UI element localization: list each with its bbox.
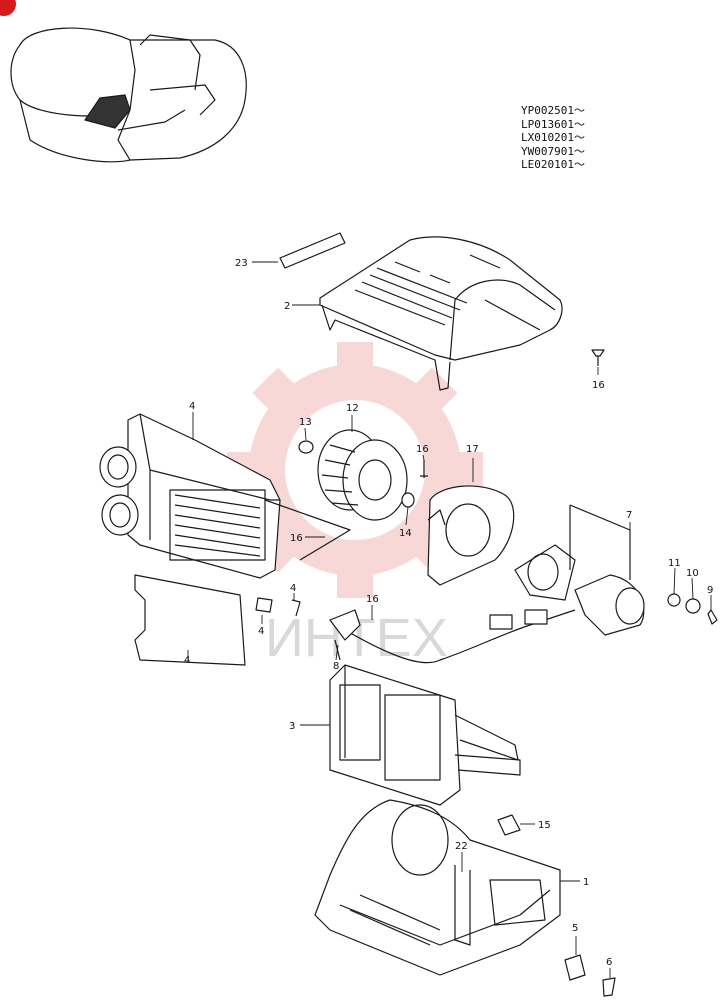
part-4-plate <box>134 574 246 666</box>
part-4-clip <box>255 597 273 613</box>
connector <box>524 609 548 625</box>
callout-16: 16 <box>290 533 303 544</box>
callout-13: 13 <box>299 417 312 428</box>
callout-4: 4 <box>189 401 195 412</box>
callout-5: 5 <box>572 923 578 934</box>
part-10-washer <box>685 598 701 614</box>
callout-6: 6 <box>606 957 612 968</box>
part-11-nut <box>667 593 681 607</box>
part-6-bolt <box>602 977 616 997</box>
serial-range: LX010201～ <box>521 131 585 144</box>
part-13-grommet <box>298 440 314 454</box>
callout-14: 14 <box>399 528 412 539</box>
callout-12: 12 <box>346 403 359 414</box>
callout-15: 15 <box>538 820 551 831</box>
part-9-screw <box>707 609 718 625</box>
part-16-screw <box>591 349 605 366</box>
serial-range: LE020101～ <box>521 158 585 171</box>
part-17-housing-plate <box>427 485 515 586</box>
callout-7: 7 <box>626 510 632 521</box>
part-5-bracket <box>564 954 586 981</box>
serial-range: YW007901～ <box>521 144 585 158</box>
serial-range: YP002501～ <box>521 104 585 117</box>
callout-17: 17 <box>466 444 479 455</box>
callout-2: 2 <box>284 301 290 312</box>
part-16-pin <box>420 460 428 478</box>
part-4-screw <box>291 599 301 617</box>
callout-1: 1 <box>583 877 589 888</box>
callout-10: 10 <box>686 568 699 579</box>
connector <box>489 614 513 630</box>
callout-16: 16 <box>416 444 429 455</box>
part-4-duct <box>99 413 351 579</box>
serial-range-list: YP002501～ LP013601～ LX010201～ YW007901～ … <box>521 104 585 172</box>
vehicle-inset <box>10 27 247 163</box>
callout-22: 22 <box>455 841 468 852</box>
part-12-fan <box>317 429 408 521</box>
part-14-ring <box>401 492 415 508</box>
wiring-harness <box>344 609 576 664</box>
callout-11: 11 <box>668 558 681 569</box>
callout-labels: 23 2 16 4 13 12 16 17 7 16 14 11 10 9 4 … <box>184 258 713 968</box>
part-3-heater-core <box>329 664 521 806</box>
leader-lines <box>187 261 712 978</box>
part-2-upper-case <box>319 236 563 391</box>
callout-3: 3 <box>289 721 295 732</box>
callout-4: 4 <box>258 626 264 637</box>
part-7-motor <box>514 504 645 636</box>
callout-8: 8 <box>333 661 339 672</box>
corner-mark-icon <box>0 0 16 16</box>
part-15-clip <box>497 814 521 836</box>
serial-range: LP013601～ <box>521 117 585 131</box>
callout-9: 9 <box>707 585 713 596</box>
callout-23: 23 <box>235 258 248 269</box>
callout-4: 4 <box>184 655 190 666</box>
callout-16: 16 <box>366 594 379 605</box>
part-23-sticker <box>279 232 346 269</box>
callout-16: 16 <box>592 380 605 391</box>
callout-4: 4 <box>290 583 296 594</box>
part-8-resistor <box>329 609 361 661</box>
part-1-lower-case <box>314 799 561 976</box>
